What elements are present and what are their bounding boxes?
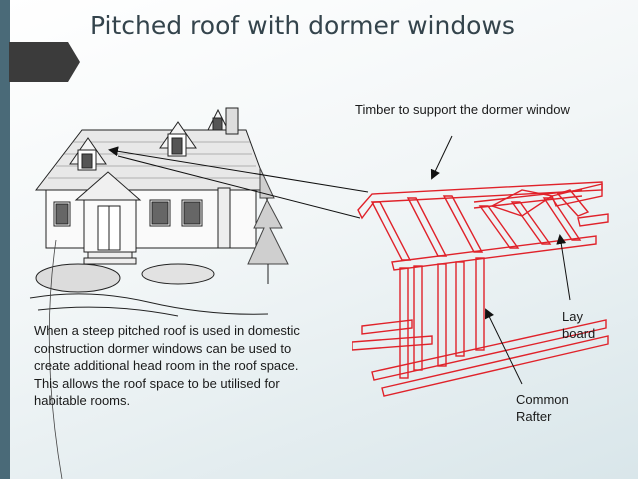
dormer-frame-diagram — [352, 181, 609, 397]
description-text: When a steep pitched roof is used in dom… — [34, 323, 300, 408]
label-timber-support: Timber to support the dormer window — [355, 102, 570, 117]
page-title: Pitched roof with dormer windows — [90, 11, 515, 40]
house-illustration — [29, 107, 289, 317]
slide-edge-bar — [0, 0, 10, 479]
title-pointer-icon — [0, 0, 80, 92]
label-common-rafter: Common Rafter — [516, 392, 569, 424]
label-lay-board: Lay board — [562, 309, 596, 341]
